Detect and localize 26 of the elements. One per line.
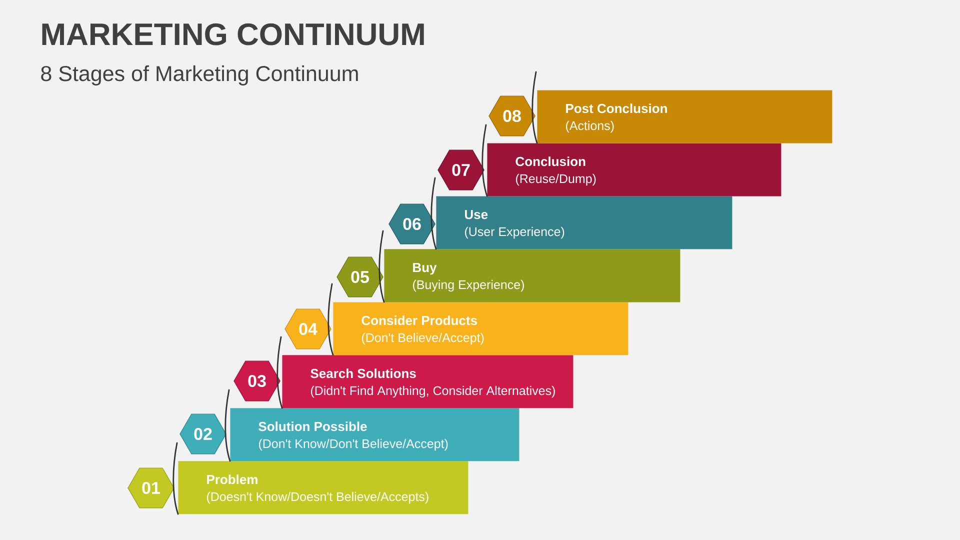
number-hexagon: 07	[438, 150, 484, 190]
number-hexagon: 03	[234, 360, 280, 402]
stage-title: Search Solutions	[310, 368, 416, 378]
stage-title: Post Conclusion	[566, 104, 667, 114]
slide-title: MARKETING CONTINUUM	[42, 23, 424, 46]
stage-description: (Don't Believe/Accept)	[362, 332, 484, 345]
number-hexagon: 06	[388, 204, 436, 244]
stage-description: (Don't Know/Don't Believe/Accept)	[258, 438, 448, 451]
number-hexagon: 08	[488, 96, 536, 136]
stage-title: Solution Possible	[258, 422, 367, 432]
slide-subtitle: 8 Stages of Marketing Continuum	[41, 65, 358, 86]
number-hexagon: 04	[284, 308, 332, 350]
number-hexagon: 05	[336, 256, 384, 298]
stage-title: Buy	[413, 263, 437, 275]
number-hexagon: 01	[128, 468, 174, 508]
stage-description: (User Experience)	[464, 226, 564, 239]
stage-title: Consider Products	[362, 316, 477, 326]
stage-title: Use	[465, 210, 488, 220]
stage-description: (Buying Experience)	[412, 280, 524, 292]
stage-description: (Actions)	[566, 120, 614, 133]
stage-description: (Reuse/Dump)	[516, 174, 596, 186]
number-hexagon: 02	[180, 414, 226, 454]
stage-description: (Doesn't Know/Doesn't Believe/Accepts)	[206, 492, 428, 504]
stage-title: Conclusion	[516, 156, 586, 166]
stage-description: (Didn't Find Anything, Consider Alternatives)	[310, 386, 555, 398]
stage-title: Problem	[207, 474, 258, 484]
